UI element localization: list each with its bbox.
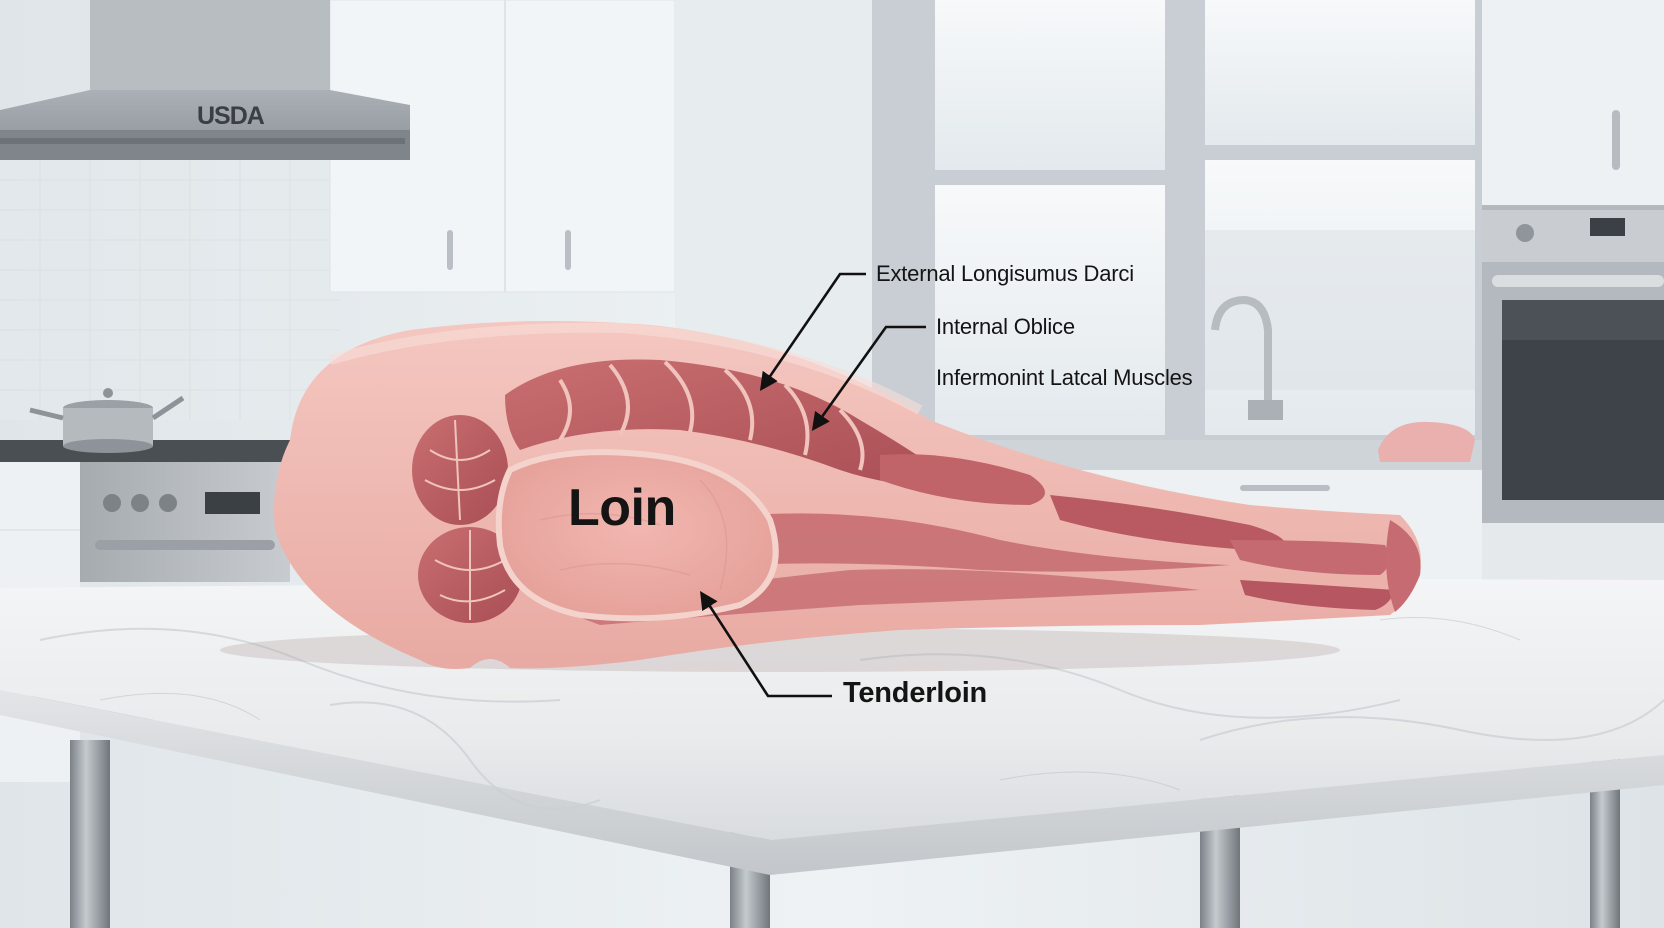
pot — [29, 388, 185, 453]
label-tenderloin: Tenderloin — [843, 677, 988, 709]
faucet — [1211, 295, 1283, 420]
label-loin: Loin — [568, 479, 676, 537]
range-hood — [0, 0, 410, 160]
tile-backsplash — [0, 150, 340, 420]
label-internal-oblique: Internal Oblice — [936, 314, 1075, 339]
label-infermonint-muscles: Infermonint Latcal Muscles — [936, 365, 1193, 390]
wall-oven — [1482, 0, 1664, 663]
label-external-longissimus: External Longisumus Darci — [876, 261, 1134, 286]
annotation-lines — [700, 272, 926, 698]
hood-brand-text: USDA — [197, 102, 265, 130]
pork-loin-cut — [274, 321, 1421, 669]
